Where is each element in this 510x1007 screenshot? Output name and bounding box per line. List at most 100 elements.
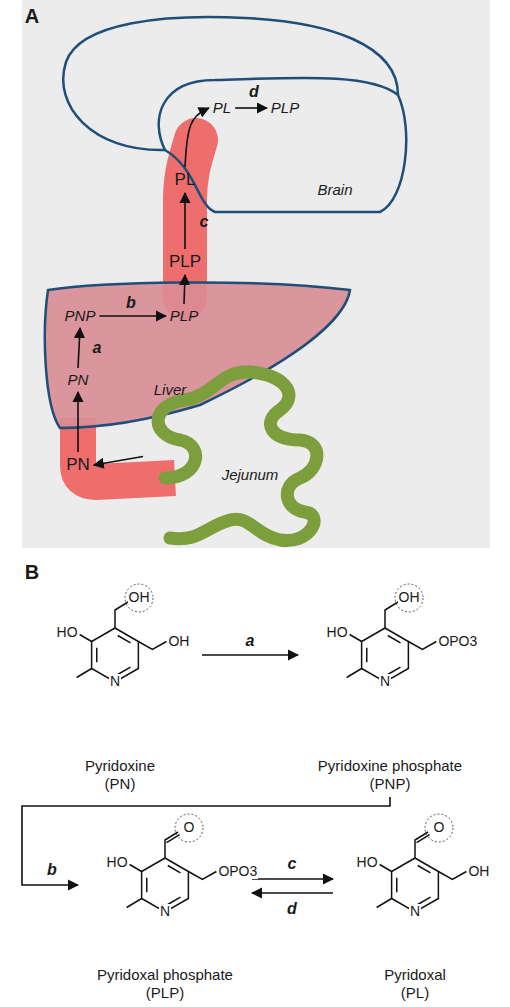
- atom-label: N: [379, 674, 391, 689]
- compound-name: (PLP): [146, 984, 184, 1002]
- organ-label: Jejunum: [222, 466, 279, 484]
- panel-letter: A: [25, 5, 39, 27]
- atom-label: OH: [167, 634, 190, 649]
- step-letter: d: [249, 83, 259, 101]
- atom-label: OPO3: [217, 864, 258, 879]
- compound-name: Pyridoxine: [85, 757, 155, 775]
- metabolite-text: PL: [175, 170, 196, 190]
- bond-line: [115, 602, 128, 628]
- flow-arrow: [185, 108, 209, 167]
- metabolite-label: PLP: [168, 306, 200, 326]
- organ-label: Brain: [317, 181, 352, 199]
- compound-name: Pyridoxine phosphate: [318, 757, 462, 775]
- atom-label: HO: [356, 855, 379, 870]
- bond-line: [377, 899, 392, 908]
- compound-name: Pyridoxal: [384, 966, 446, 984]
- metabolite-text: PLP: [170, 307, 198, 325]
- atom-label: O: [433, 820, 446, 835]
- flow-arrow: [184, 193, 186, 249]
- flow-arrow: [202, 654, 298, 656]
- metabolite-text: PN: [68, 371, 89, 389]
- bond-line: [388, 636, 401, 643]
- bond-line: [77, 669, 92, 678]
- bond-line: [127, 899, 142, 908]
- atom-label: HO: [56, 625, 79, 640]
- liver-outline: [45, 282, 350, 428]
- brain-outline: [159, 78, 407, 212]
- bond-line: [350, 635, 362, 642]
- flow-arrow: [235, 107, 267, 109]
- atom-label: OH: [128, 590, 151, 605]
- metabolite-label: PL: [211, 98, 233, 118]
- step-letter: d: [287, 900, 297, 918]
- liver-region: LiverPNPPLPPN: [42, 278, 355, 430]
- bond-line: [188, 872, 216, 880]
- step-letter: b: [47, 861, 57, 879]
- metabolite-text: PNP: [65, 307, 96, 325]
- bond-line: [138, 642, 166, 650]
- atom-label: HO: [106, 855, 129, 870]
- bond-line: [380, 865, 392, 872]
- panel-letter: B: [25, 561, 39, 583]
- dotted-circle: [425, 814, 453, 842]
- bond-line: [415, 832, 428, 858]
- atom-label: N: [159, 904, 171, 919]
- compound-name: (PN): [105, 775, 136, 793]
- structure-drawing: [377, 814, 467, 912]
- step-letter: b: [126, 294, 136, 312]
- blood-vessel: [185, 140, 196, 298]
- metabolite-label: PNP: [63, 306, 98, 326]
- metabolite-label: PLP: [269, 98, 301, 118]
- structure-drawing: [127, 814, 217, 912]
- bond-line: [165, 832, 178, 858]
- metabolite-label: PN: [66, 370, 91, 390]
- dotted-circle: [395, 584, 423, 612]
- bond-line: [385, 602, 398, 628]
- metabolite-label: PLP: [167, 251, 203, 273]
- structure-drawing: [347, 584, 437, 682]
- bond-line: [408, 642, 436, 650]
- atom-label: OH: [398, 590, 421, 605]
- bond-line: [167, 835, 180, 843]
- metabolite-text: PLP: [271, 99, 299, 117]
- flow-arrow: [78, 328, 80, 368]
- bond-line: [366, 648, 368, 663]
- bond-line: [80, 635, 92, 642]
- step-letter: a: [93, 339, 102, 357]
- bond-line: [418, 866, 431, 873]
- step-letter: c: [288, 855, 297, 873]
- step-letter: a: [246, 632, 255, 650]
- atom-label: N: [409, 904, 421, 919]
- metabolite-text: PLP: [169, 252, 201, 272]
- compound-name: Pyridoxal phosphate: [97, 966, 233, 984]
- bond-line: [417, 835, 430, 843]
- metabolite-label: PN: [64, 454, 92, 476]
- jejunum-region: Jejunum: [145, 365, 325, 548]
- metabolite-text: PN: [66, 455, 90, 475]
- metabolite-text: PL: [213, 99, 231, 117]
- brain-region: Brain PL PLP: [58, 15, 408, 218]
- bond-line: [396, 878, 398, 893]
- molecule-structure: Pyridoxal phosphate(PLP): [80, 790, 250, 1004]
- structure-drawing: [77, 584, 167, 682]
- atom-label: O: [183, 820, 196, 835]
- flow-arrow: [94, 457, 143, 466]
- atom-label: OH: [467, 864, 490, 879]
- molecule-structure: Pyridoxal(PL): [335, 790, 495, 1004]
- flow-arrow: [22, 797, 390, 885]
- bond-line: [118, 636, 131, 643]
- flow-arrow: [184, 275, 185, 304]
- bond-line: [347, 669, 362, 678]
- dotted-circle: [175, 814, 203, 842]
- atom-label: OPO3: [437, 634, 478, 649]
- flow-arrow: [77, 392, 79, 452]
- flow-arrow: [252, 878, 333, 880]
- atom-label: N: [109, 674, 121, 689]
- bond-line: [146, 878, 148, 893]
- bond-line: [130, 865, 142, 872]
